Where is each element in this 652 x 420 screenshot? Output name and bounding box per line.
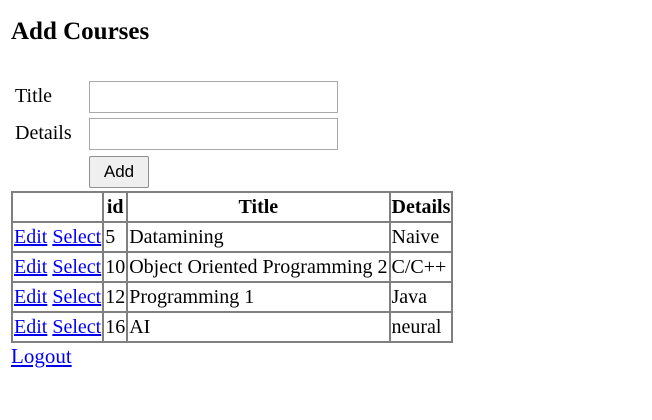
page-title: Add Courses — [11, 18, 150, 45]
table-row: Edit Select 12 Programming 1 Java — [12, 282, 453, 312]
details-label: Details — [15, 122, 72, 144]
row-actions: Edit Select — [12, 312, 104, 342]
select-link[interactable]: Select — [52, 226, 102, 248]
row-id: 5 — [103, 222, 128, 252]
select-link[interactable]: Select — [52, 316, 102, 338]
details-input[interactable] — [89, 118, 338, 150]
logout-link[interactable]: Logout — [11, 344, 72, 368]
title-input[interactable] — [89, 81, 338, 113]
header-actions — [12, 192, 104, 222]
row-actions: Edit Select — [12, 222, 104, 252]
courses-table: id Title Details Edit Select 5 Dataminin… — [11, 191, 454, 343]
row-actions: Edit Select — [12, 252, 104, 282]
row-title: Datamining — [127, 222, 390, 252]
row-id: 12 — [103, 282, 128, 312]
header-details: Details — [389, 192, 453, 222]
table-row: Edit Select 10 Object Oriented Programmi… — [12, 252, 453, 282]
row-details: Naive — [389, 222, 453, 252]
table-row: Edit Select 5 Datamining Naive — [12, 222, 453, 252]
select-link[interactable]: Select — [52, 286, 102, 308]
table-header-row: id Title Details — [12, 192, 453, 222]
header-id: id — [103, 192, 128, 222]
select-link[interactable]: Select — [52, 256, 102, 278]
table-row: Edit Select 16 AI neural — [12, 312, 453, 342]
row-details: Java — [389, 282, 453, 312]
row-title: Programming 1 — [127, 282, 390, 312]
title-label: Title — [15, 85, 53, 107]
edit-link[interactable]: Edit — [14, 226, 48, 248]
page: Add Courses Title Details Add id Title D… — [11, 0, 652, 420]
row-title: Object Oriented Programming 2 — [127, 252, 390, 282]
header-title: Title — [127, 192, 390, 222]
row-details: neural — [389, 312, 453, 342]
edit-link[interactable]: Edit — [14, 316, 48, 338]
row-actions: Edit Select — [12, 282, 104, 312]
edit-link[interactable]: Edit — [14, 286, 48, 308]
row-title: AI — [127, 312, 390, 342]
add-button[interactable]: Add — [89, 156, 149, 188]
edit-link[interactable]: Edit — [14, 256, 48, 278]
row-id: 10 — [103, 252, 128, 282]
row-details: C/C++ — [389, 252, 453, 282]
row-id: 16 — [103, 312, 128, 342]
